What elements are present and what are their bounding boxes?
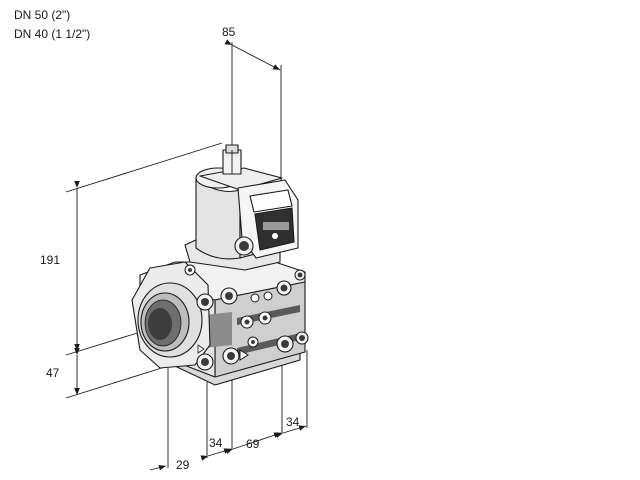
- flow-arrow-icons: [197, 344, 249, 361]
- bolt-8: [294, 269, 306, 281]
- port-2: [258, 311, 272, 325]
- port-5: [250, 293, 260, 303]
- dim-label-flange-right: 34: [286, 415, 300, 429]
- port-3: [247, 336, 259, 348]
- dim-label-top-width: 85: [222, 25, 236, 39]
- dim-label-lower-height: 47: [46, 366, 60, 380]
- bolt-3: [196, 353, 214, 371]
- flange-bolts: [196, 269, 309, 371]
- solenoid-actuator: [184, 144, 299, 271]
- bolt-1: [196, 293, 214, 311]
- dim-label-left-depth: 29: [176, 458, 190, 472]
- caption-dn40: DN 40 (1 1/2"): [14, 27, 91, 41]
- bolt-6: [276, 335, 294, 353]
- bolt-7: [295, 331, 309, 345]
- flow-arrow-icon: [197, 344, 205, 354]
- dim-label-flange-left: 34: [209, 436, 223, 450]
- pressure-ports: [184, 264, 273, 348]
- port-6: [184, 264, 196, 276]
- caption-dn50: DN 50 (2"): [14, 8, 71, 22]
- bolt-4: [222, 347, 240, 365]
- dimension-lines: [65, 39, 308, 471]
- dim-label-height: 191: [40, 253, 60, 267]
- port-1: [240, 315, 254, 329]
- bolt-5: [276, 280, 292, 296]
- flow-arrow-icon: [239, 349, 249, 361]
- port-4: [263, 291, 273, 301]
- dim-label-body-middle: 69: [246, 437, 260, 451]
- dimension-labels: 85 191 47 29 34 69 34: [40, 25, 300, 472]
- bolt-2: [220, 287, 238, 305]
- inlet-flange: [131, 261, 211, 369]
